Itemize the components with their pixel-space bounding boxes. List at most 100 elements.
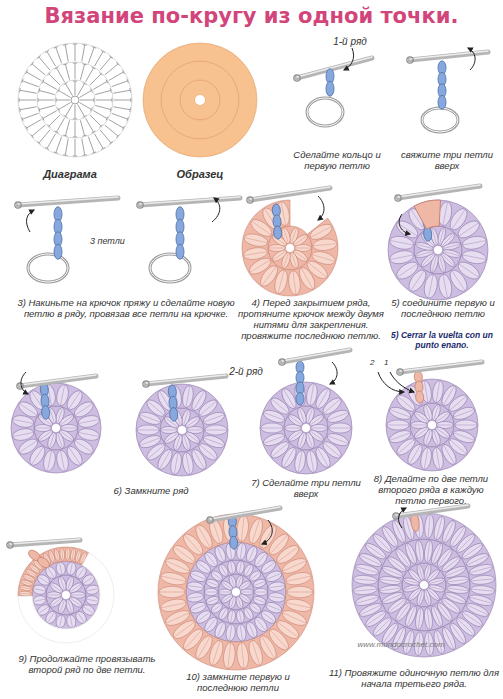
- stitch-symbol: [56, 100, 70, 101]
- stitch-line: [231, 562, 233, 573]
- stitch-line: [220, 592, 231, 593]
- motion-arrow: [399, 214, 410, 234]
- stitch-symbol: [22, 113, 38, 119]
- stitch-symbol: [56, 137, 62, 153]
- stitch-line: [267, 605, 281, 611]
- stitch: [423, 607, 433, 630]
- stitch-symbol: [112, 81, 128, 87]
- stitch: [236, 624, 247, 642]
- yarn-loop-core: [150, 254, 190, 282]
- stitch-symbol: [86, 68, 94, 82]
- stitch: [246, 639, 265, 667]
- stitch: [470, 585, 495, 596]
- stitch-line: [68, 600, 72, 612]
- stitch-line: [427, 608, 430, 629]
- stitch-line: [286, 428, 301, 429]
- stitch-line: [39, 607, 48, 613]
- stitch-line: [404, 586, 418, 590]
- stitch-top: [19, 98, 20, 102]
- chain-loop: [36, 555, 52, 570]
- stitch: [424, 514, 435, 539]
- hook-highlight: [410, 51, 488, 59]
- stitch-top: [45, 50, 49, 52]
- yarn-loop: [150, 254, 190, 282]
- stitch-line: [206, 430, 227, 431]
- stitch-line: [246, 609, 252, 619]
- stitch-line: [76, 404, 93, 415]
- stitch-line: [194, 450, 205, 468]
- stitch: [379, 584, 402, 594]
- yarn-chain: [54, 207, 62, 260]
- stitch-symbol: [39, 90, 54, 94]
- stitch-line: [407, 544, 415, 563]
- crochet-hook: [7, 539, 80, 548]
- stitch: [222, 642, 236, 669]
- stitch-line: [454, 433, 474, 440]
- stitch-line: [444, 628, 454, 649]
- stitch-line: [356, 567, 378, 573]
- stitch-symbol: [105, 64, 118, 75]
- center-hole: [420, 581, 428, 589]
- stitch-line: [13, 433, 33, 437]
- stitch-line: [212, 519, 220, 543]
- stitch-line: [415, 428, 427, 437]
- stitch-top: [106, 80, 108, 84]
- stitch-line: [298, 451, 302, 472]
- stitch: [138, 433, 162, 450]
- stitch: [65, 547, 70, 560]
- stitch-symbol: [20, 90, 37, 93]
- hook-shaft: [140, 198, 240, 205]
- stitch-line: [262, 428, 283, 429]
- stitch-line: [293, 271, 296, 294]
- stitch-top: [94, 98, 95, 102]
- crochet-hook: [393, 505, 468, 519]
- step-caption: 4) Перед закрытием ряда, протяните крючо…: [236, 298, 386, 342]
- stitch-line: [436, 381, 440, 402]
- stitch-line: [313, 244, 336, 246]
- hook-shaft: [282, 350, 350, 362]
- stitch-symbol: [75, 44, 76, 61]
- hook-shaft: [210, 508, 280, 520]
- stitch-line: [186, 418, 198, 427]
- stitch-top: [106, 117, 108, 121]
- stitch: [353, 574, 378, 585]
- center-hole: [434, 246, 442, 254]
- stitch-symbol: [59, 91, 71, 98]
- chain-loop: [296, 392, 304, 405]
- stitch-top: [73, 81, 77, 82]
- stitch: [312, 238, 337, 252]
- stitch-symbol: [109, 120, 124, 129]
- yarn-loop-core: [422, 108, 458, 132]
- stitch-line: [78, 613, 84, 622]
- stitch-line: [61, 451, 65, 471]
- stitch-line: [69, 448, 80, 465]
- stitch-line: [467, 555, 488, 565]
- stitch-line: [289, 431, 301, 440]
- stitch-line: [223, 595, 232, 601]
- stitch-line: [463, 241, 486, 245]
- stitch-line: [427, 541, 430, 562]
- stitch: [254, 588, 267, 595]
- stitch-line: [269, 596, 284, 598]
- stitch-line: [254, 599, 264, 603]
- stitch-line: [191, 573, 205, 579]
- stitch-line: [207, 582, 217, 586]
- stitch-line: [165, 433, 177, 442]
- stitch-symbol: [90, 74, 101, 85]
- stitch-line: [70, 563, 72, 574]
- crochet-circle: [386, 379, 478, 471]
- stitch-line: [433, 607, 441, 626]
- open-round: [18, 553, 114, 643]
- stitch-line: [60, 616, 62, 627]
- stitch-line: [310, 451, 314, 472]
- hook-highlight: [297, 57, 372, 77]
- hook-shaft: [10, 540, 80, 545]
- stitch-line: [184, 435, 189, 449]
- callout-label: 3 петли: [90, 236, 140, 246]
- step-caption: 11) Провяжите одиночную петлю для начала…: [328, 668, 500, 690]
- stitch: [252, 578, 267, 589]
- stitch: [437, 273, 454, 299]
- stitch-top: [64, 82, 68, 84]
- stitch-line: [267, 573, 281, 579]
- crochet-hook: [17, 375, 96, 389]
